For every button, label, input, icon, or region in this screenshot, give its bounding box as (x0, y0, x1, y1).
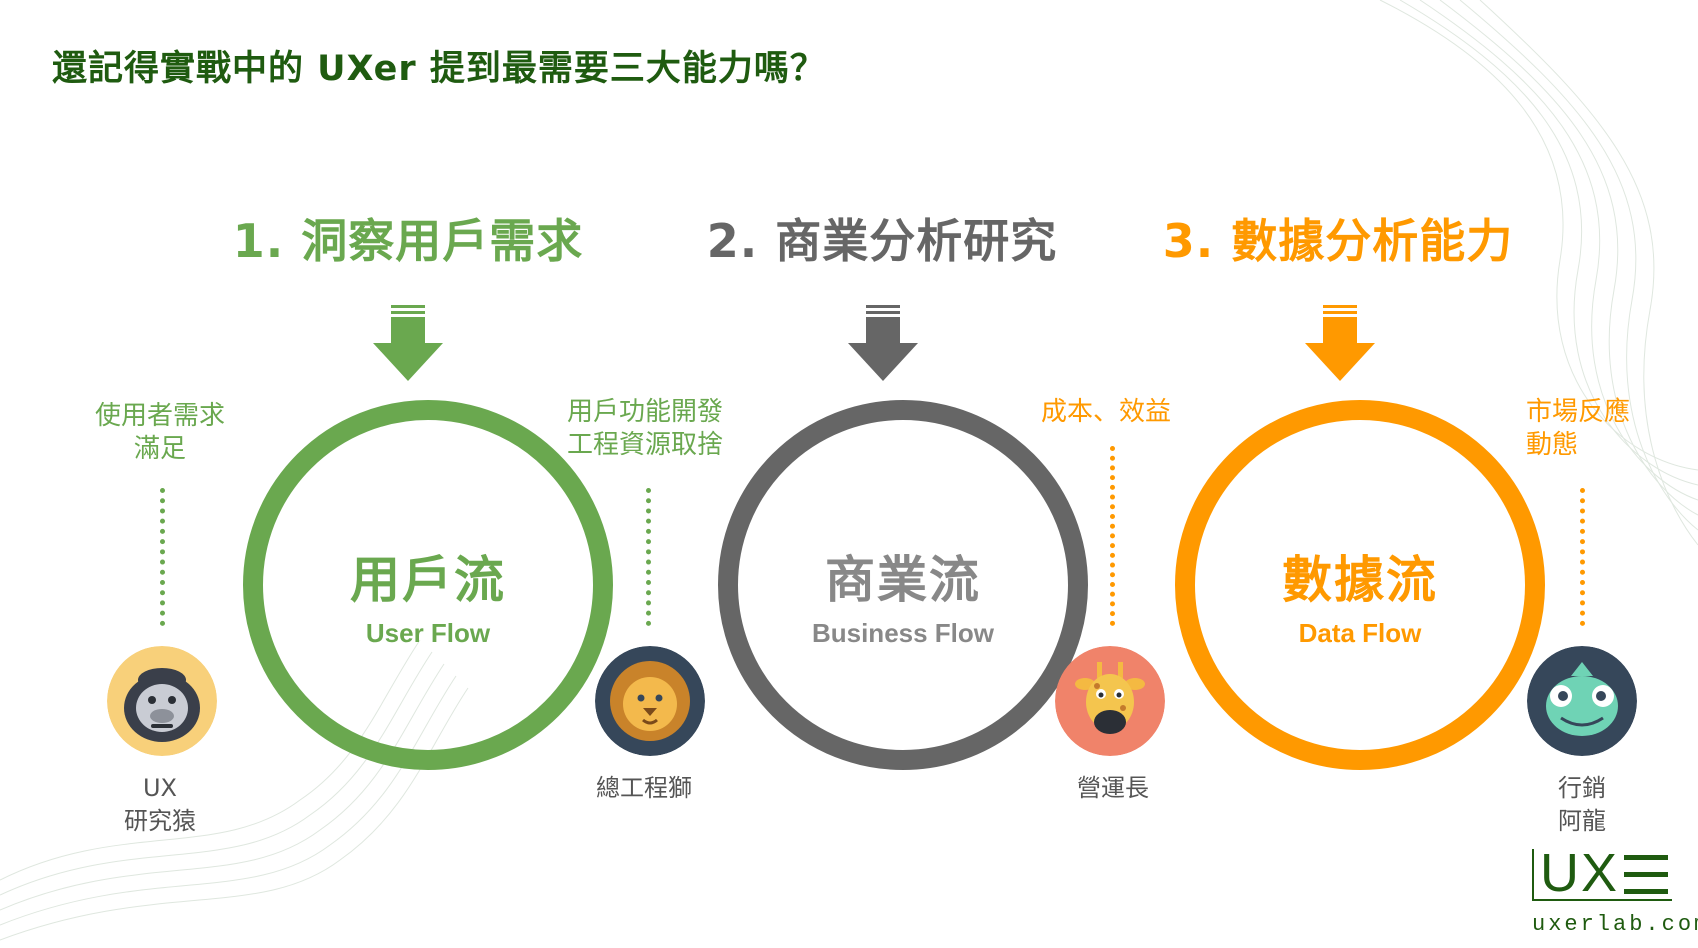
role-note-ux-researcher: 使用者需求滿足 (95, 400, 225, 466)
role-label-marketing: 行銷阿龍 (1558, 772, 1606, 838)
dotted-connector (1110, 446, 1115, 626)
lion-icon (595, 646, 705, 756)
role-label-coo: 營運長 (1077, 774, 1149, 802)
chameleon-icon (1527, 646, 1637, 756)
uxerlab-logo: UX (1532, 843, 1672, 903)
user-flow-title: 用戶流 (350, 551, 506, 609)
text-line: 滿足 (133, 434, 187, 464)
dotted-connector (160, 488, 165, 626)
arrow-down-icon (848, 305, 918, 381)
arrow-down-icon (373, 305, 443, 381)
business-flow-subtitle: Business Flow (811, 618, 995, 648)
role-note-coo: 成本、效益 (1040, 397, 1172, 427)
logo-bars-icon (1624, 855, 1668, 895)
heading-business-research: 2. 商業分析研究 (706, 214, 1058, 268)
text-line: 行銷 (1558, 774, 1606, 802)
dotted-connector (1580, 488, 1585, 626)
role-label-ux-researcher: UX 研究猿 (124, 772, 196, 838)
logo-url: uxerlab.com (1532, 912, 1698, 937)
data-flow-circle: 數據流 Data Flow (1175, 400, 1545, 770)
page-title: 還記得實戰中的 UXer 提到最需要三大能力嗎？ (52, 49, 826, 89)
text-line: 市場反應 (1525, 397, 1631, 427)
text-line: UX (142, 774, 177, 802)
business-flow-circle: 商業流 Business Flow (718, 400, 1088, 770)
dotted-connector (646, 488, 651, 626)
role-note-marketing: 市場反應動態 (1526, 396, 1630, 462)
user-flow-subtitle: User Flow (365, 618, 491, 648)
role-note-chief-engineer: 用戶功能開發工程資源取捨 (567, 396, 723, 462)
heading-data-analysis: 3. 數據分析能力 (1162, 214, 1514, 268)
gorilla-icon (107, 646, 217, 756)
text-line: 用戶功能開發 (566, 397, 724, 427)
text-line: 研究猿 (124, 807, 196, 835)
text-line: 阿龍 (1558, 807, 1606, 835)
user-flow-circle: 用戶流 User Flow (243, 400, 613, 770)
data-flow-subtitle: Data Flow (1298, 618, 1422, 648)
role-label-chief-engineer: 總工程獅 (596, 774, 692, 802)
business-flow-title: 商業流 (825, 551, 981, 609)
text-line: 使用者需求 (94, 401, 226, 431)
logo-mark: UX (1540, 843, 1620, 903)
giraffe-icon (1055, 646, 1165, 756)
text-line: 動態 (1525, 430, 1579, 460)
text-line: 工程資源取捨 (566, 430, 724, 460)
data-flow-title: 數據流 (1282, 551, 1438, 609)
arrow-down-icon (1305, 305, 1375, 381)
heading-user-insight: 1. 洞察用戶需求 (232, 214, 584, 268)
